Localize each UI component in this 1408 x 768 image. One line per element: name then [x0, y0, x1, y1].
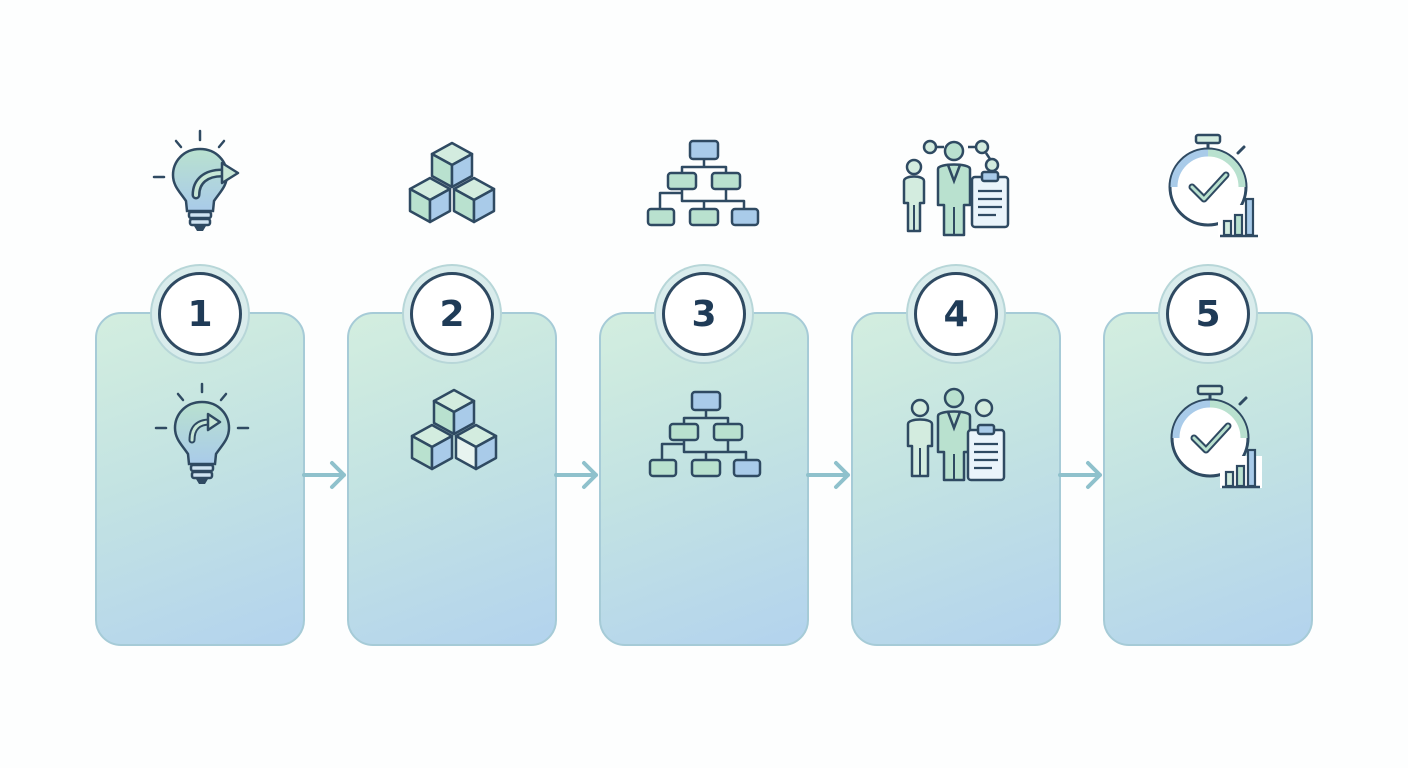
step-card-1	[95, 312, 305, 646]
lightbulb-arrow-icon	[142, 376, 262, 496]
step-card-4	[851, 312, 1061, 646]
team-clipboard-icon	[896, 125, 1016, 245]
step-number-badge: 2	[410, 272, 494, 356]
hierarchy-icon	[646, 376, 766, 496]
arrow-right-icon	[1056, 455, 1108, 495]
hierarchy-icon	[644, 125, 764, 245]
arrow-right-icon	[804, 455, 856, 495]
step-card-5	[1103, 312, 1313, 646]
cubes-icon	[392, 125, 512, 245]
lightbulb-arrow-icon	[140, 125, 260, 245]
step-card-2	[347, 312, 557, 646]
cubes-icon	[394, 376, 514, 496]
step-number-badge: 3	[662, 272, 746, 356]
arrow-right-icon	[300, 455, 352, 495]
arrow-right-icon	[552, 455, 604, 495]
step-number-badge: 5	[1166, 272, 1250, 356]
step-number-badge: 1	[158, 272, 242, 356]
step-card-3	[599, 312, 809, 646]
step-number-badge: 4	[914, 272, 998, 356]
stopwatch-chart-icon	[1150, 376, 1270, 496]
stopwatch-chart-icon	[1148, 125, 1268, 245]
team-clipboard-icon	[898, 376, 1018, 496]
